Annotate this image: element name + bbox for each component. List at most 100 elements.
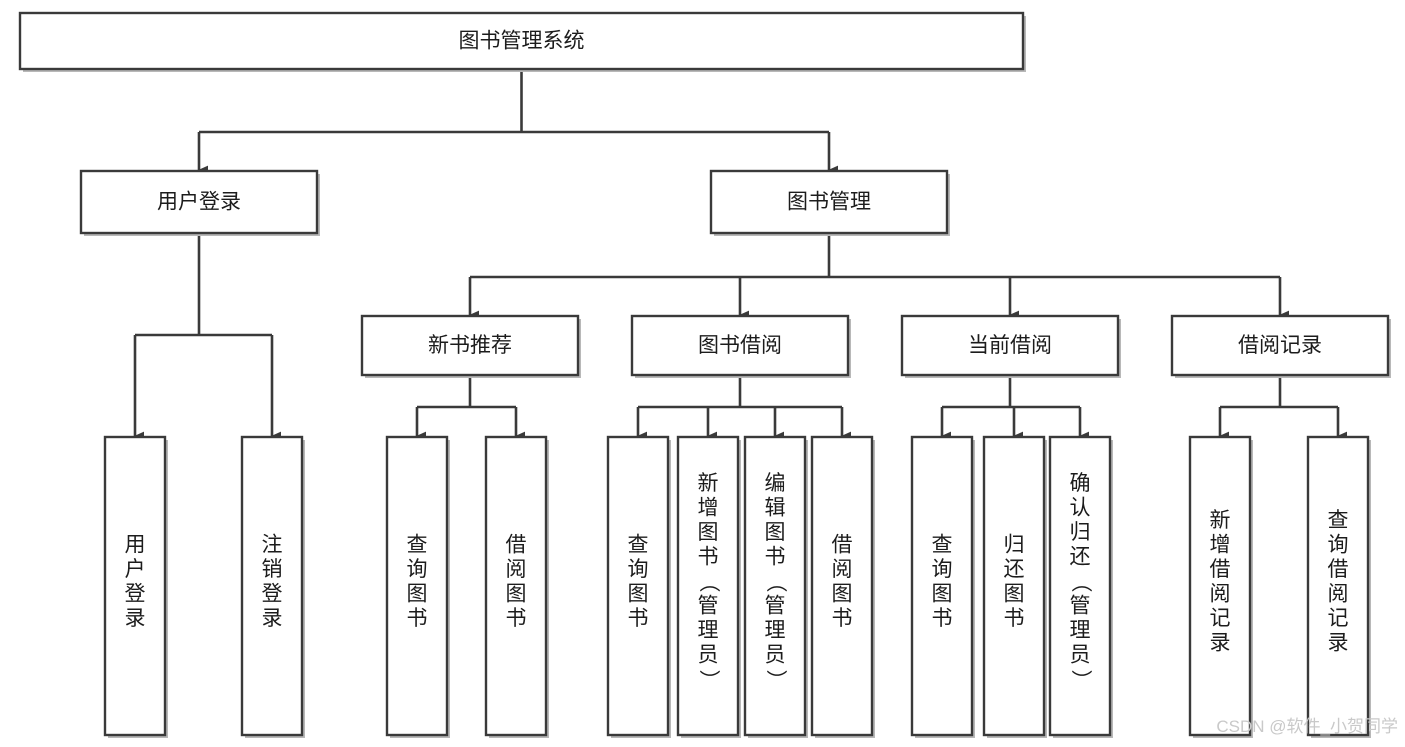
node-label-char: 录 <box>1210 631 1231 654</box>
node-label-char: 增 <box>698 497 719 520</box>
node-label-char: 员 <box>1070 644 1091 667</box>
csdn-watermark: CSDN @软件_小贺同学 <box>1216 717 1398 736</box>
node-box[interactable] <box>385 435 449 737</box>
node-label-char: 理 <box>698 619 719 642</box>
node-label-char: 还 <box>1070 546 1091 569</box>
node-label-char: 图 <box>765 521 786 544</box>
node-label-char: 户 <box>125 558 146 581</box>
node-root-图书管理系统[interactable]: 图书管理系统 <box>18 11 1026 72</box>
node-box[interactable] <box>240 435 304 737</box>
node-box[interactable] <box>910 435 974 737</box>
node-label-char: 认 <box>1070 497 1091 520</box>
node-label-char: 管 <box>698 595 719 618</box>
node-box[interactable] <box>709 169 949 235</box>
node-label-char: 辑 <box>765 497 786 520</box>
node-box[interactable] <box>79 169 319 235</box>
node-level2-用户登录[interactable]: 用户登录 <box>79 169 320 236</box>
node-label-char: （ <box>697 572 720 593</box>
node-label: 用户登录 <box>157 191 241 214</box>
node-label-char: 阅 <box>832 558 853 581</box>
node-label-char: 询 <box>407 558 428 581</box>
node-box[interactable] <box>810 435 874 737</box>
node-label-char: 归 <box>1004 533 1025 556</box>
node-label-char: ） <box>764 670 787 691</box>
node-label-char: ） <box>697 670 720 691</box>
node-box[interactable] <box>1170 314 1390 377</box>
node-label-char: 管 <box>1070 595 1091 618</box>
node-box[interactable] <box>360 314 580 377</box>
node-box[interactable] <box>676 435 740 737</box>
node-level3-图书借阅[interactable]: 图书借阅 <box>630 314 851 378</box>
node-box[interactable] <box>606 435 670 737</box>
node-level3-新书推荐[interactable]: 新书推荐 <box>360 314 581 378</box>
node-label-char: 录 <box>125 607 146 630</box>
node-label-char: 图 <box>698 521 719 544</box>
node-label-char: 图 <box>407 582 428 605</box>
node-level3-当前借阅[interactable]: 当前借阅 <box>900 314 1121 378</box>
node-label-char: 询 <box>1328 533 1349 556</box>
node-label-char: 借 <box>1328 558 1349 581</box>
node-label-char: 借 <box>832 533 853 556</box>
node-label-char: 查 <box>628 533 649 556</box>
node-leaf-用户登录-用户登录[interactable]: 用户登录 <box>103 435 168 738</box>
node-label-char: 增 <box>1210 533 1231 556</box>
node-label-char: 图 <box>832 582 853 605</box>
node-label: 当前借阅 <box>968 334 1052 357</box>
node-level2-图书管理[interactable]: 图书管理 <box>709 169 950 236</box>
node-label-char: 书 <box>932 607 953 630</box>
node-label-char: 借 <box>506 533 527 556</box>
node-label-char: 新 <box>698 472 719 495</box>
node-label-char: 图 <box>1004 582 1025 605</box>
node-box[interactable] <box>1306 435 1370 737</box>
node-boxes: 图书管理系统用户登录图书管理新书推荐图书借阅当前借阅借阅记录用户登录注销登录查询… <box>18 11 1391 738</box>
node-box[interactable] <box>103 435 167 737</box>
node-label-char: 询 <box>628 558 649 581</box>
connector-lines <box>133 69 1348 441</box>
node-label-char: 图 <box>506 582 527 605</box>
node-label-char: 图 <box>932 582 953 605</box>
node-box[interactable] <box>900 314 1120 377</box>
node-label: 图书管理 <box>787 191 871 214</box>
node-box[interactable] <box>1048 435 1112 737</box>
node-label-char: 记 <box>1210 607 1231 630</box>
node-label-char: 理 <box>765 619 786 642</box>
node-label-char: 理 <box>1070 619 1091 642</box>
node-label-char: 新 <box>1210 509 1231 532</box>
node-box[interactable] <box>630 314 850 377</box>
node-label-char: 书 <box>506 607 527 630</box>
node-level3-借阅记录[interactable]: 借阅记录 <box>1170 314 1391 378</box>
node-label-char: 书 <box>628 607 649 630</box>
node-label-char: 销 <box>262 558 283 581</box>
node-label-char: 录 <box>1328 631 1349 654</box>
node-box[interactable] <box>982 435 1046 737</box>
node-label-char: 书 <box>1004 607 1025 630</box>
node-label-char: 书 <box>698 546 719 569</box>
node-label-char: 确 <box>1070 472 1091 495</box>
node-label-char: 询 <box>932 558 953 581</box>
node-label: 新书推荐 <box>428 334 512 357</box>
node-box[interactable] <box>743 435 807 737</box>
node-label: 借阅记录 <box>1238 334 1322 357</box>
node-box[interactable] <box>1188 435 1252 737</box>
node-box[interactable] <box>484 435 548 737</box>
node-label-char: 查 <box>1328 509 1349 532</box>
node-label-char: 书 <box>832 607 853 630</box>
node-box[interactable] <box>18 11 1025 71</box>
node-label-char: 阅 <box>1210 582 1231 605</box>
node-label-char: 登 <box>262 582 283 605</box>
node-label-char: 登 <box>125 582 146 605</box>
